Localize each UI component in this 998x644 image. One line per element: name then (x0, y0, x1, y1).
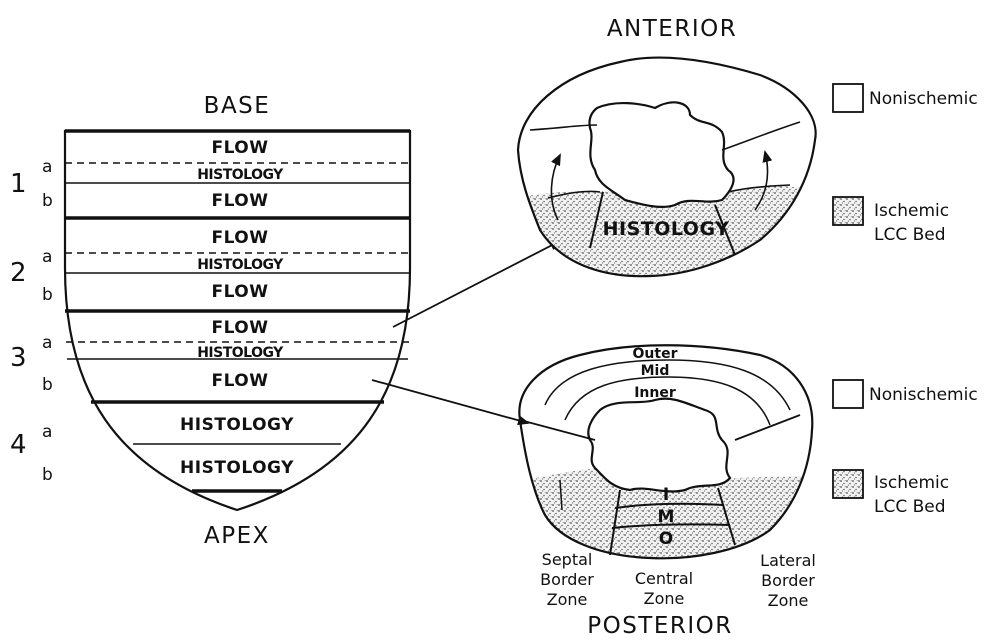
zone-lateral-line3: Zone (768, 591, 809, 610)
sub-label-2a: a (42, 247, 52, 267)
posterior-title: POSTERIOR (587, 613, 733, 639)
legend-ischemic-label-line1: Ischemic (874, 201, 949, 221)
layer-inner: Inner (634, 385, 676, 401)
sub-label-2b: b (42, 285, 53, 305)
zone-septal-line3: Zone (547, 590, 588, 609)
legend-bottom: Nonischemic Ischemic LCC Bed (833, 380, 978, 517)
slice-number-1: 1 (10, 169, 27, 199)
legend-ischemic-label-2-line2: LCC Bed (874, 497, 946, 517)
legend-ischemic-swatch (833, 197, 863, 225)
zone-septal-line2: Border (540, 570, 594, 589)
zone-central-line2: Zone (644, 589, 685, 608)
zone-letter-i: I (663, 485, 669, 505)
zone-letter-o: O (659, 529, 673, 549)
arrow-to-anterior (393, 241, 560, 327)
slice-4a-histology: HISTOLOGY (180, 415, 294, 435)
legend-nonischemic-label-2: Nonischemic (869, 385, 978, 405)
arrow-to-posterior (372, 380, 528, 423)
zone-central-line1: Central (635, 569, 693, 588)
slice-3b-flow: FLOW (211, 371, 268, 391)
zone-septal-line1: Septal (542, 550, 593, 569)
slice-4b-histology: HISTOLOGY (180, 458, 294, 478)
anterior-histology-label: HISTOLOGY (603, 218, 730, 240)
legend-ischemic-label-2-line1: Ischemic (874, 473, 949, 493)
apex-label: APEX (204, 523, 270, 549)
posterior-cavity (588, 399, 730, 492)
slice-1a-histology: HISTOLOGY (197, 167, 284, 183)
slice-number-4: 4 (10, 430, 27, 460)
legend-top: Nonischemic Ischemic LCC Bed (833, 84, 978, 245)
slice-1b-flow: FLOW (211, 191, 268, 211)
legend-nonischemic-label: Nonischemic (869, 89, 978, 109)
slice-number-2: 2 (10, 258, 27, 288)
heart-schematic: BASE FLOW HISTOLOGY FLOW FLOW HISTOLOGY … (10, 93, 410, 549)
slice-3a-flow: FLOW (211, 318, 268, 338)
sub-label-4a: a (42, 422, 52, 442)
anterior-title: ANTERIOR (607, 16, 737, 42)
sub-label-3a: a (42, 333, 52, 353)
legend-nonischemic-swatch (833, 84, 863, 112)
sub-label-1b: b (42, 191, 53, 211)
base-label: BASE (204, 93, 271, 119)
anterior-section: ANTERIOR HISTOLOGY (500, 16, 830, 300)
slice-1a-flow: FLOW (211, 138, 268, 158)
layer-outer: Outer (633, 346, 678, 362)
anterior-cavity (589, 102, 733, 207)
slice-2a-flow: FLOW (211, 228, 268, 248)
legend-nonischemic-swatch-2 (833, 380, 863, 408)
zone-lateral-line1: Lateral (760, 551, 816, 570)
slice-number-3: 3 (10, 343, 27, 373)
sub-label-1a: a (42, 157, 52, 177)
sub-label-3b: b (42, 375, 53, 395)
zone-lateral-line2: Border (761, 571, 815, 590)
legend-ischemic-label-line2: LCC Bed (874, 225, 946, 245)
posterior-section: Outer Mid Inner I M O Septal Border Zone… (500, 345, 830, 639)
slice-3a-histology: HISTOLOGY (197, 345, 284, 361)
zone-letter-m: M (658, 507, 675, 527)
legend-ischemic-swatch-2 (833, 470, 863, 498)
layer-mid: Mid (641, 363, 670, 379)
slice-2b-flow: FLOW (211, 282, 268, 302)
slice-2a-histology: HISTOLOGY (197, 257, 284, 273)
sub-label-4b: b (42, 465, 53, 485)
